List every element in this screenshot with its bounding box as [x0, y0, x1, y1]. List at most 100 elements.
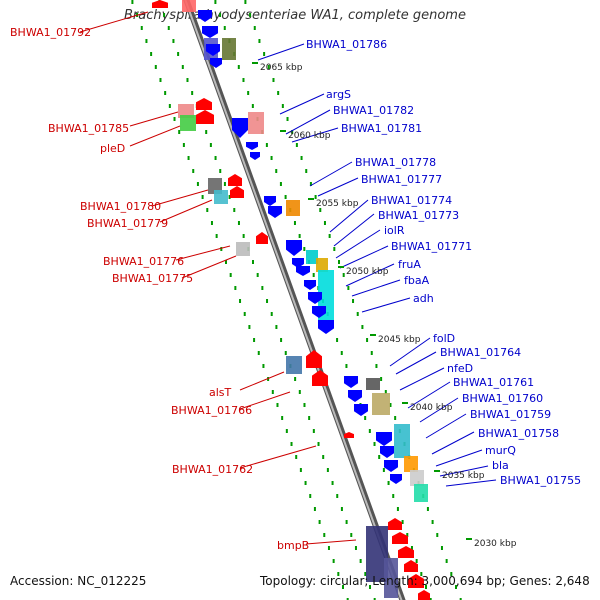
gene-feature-box: [306, 250, 318, 264]
reverse-gene-label: nfeD: [447, 362, 473, 375]
reverse-gene-arrow: [384, 460, 398, 472]
reverse-gene-label: iolR: [384, 224, 405, 237]
track-dot-outer-right: [440, 546, 443, 550]
reverse-gene-arrow: [286, 240, 302, 256]
forward-label-leader: [79, 11, 149, 33]
reverse-label-leader: [361, 297, 411, 313]
track-dot-inner-left: [266, 299, 269, 303]
track-dot-outer-right: [277, 91, 280, 95]
reverse-gene-label: BHWA1_01786: [306, 38, 387, 51]
forward-gene-label: BHWA1_01780: [80, 200, 161, 213]
reverse-label-leader: [389, 337, 431, 367]
forward-label-leader: [239, 371, 285, 391]
track-dot-inner-right: [340, 351, 343, 355]
track-dot-outer-right: [291, 130, 294, 134]
track-dot-outer-right: [295, 143, 298, 147]
track-dot-outer-right: [436, 533, 439, 537]
reverse-gene-label: BHWA1_01758: [478, 427, 559, 440]
track-dot-inner-right: [237, 65, 240, 69]
track-dot-outer-right: [305, 169, 308, 173]
forward-gene-arrow: [228, 174, 242, 186]
forward-gene-arrow: [196, 98, 212, 110]
track-dot-inner-right: [387, 481, 390, 485]
forward-label-leader: [175, 245, 231, 261]
track-dot-inner-right: [373, 442, 376, 446]
reverse-gene-label: adh: [413, 292, 434, 305]
length-label: Length:: [372, 574, 418, 588]
track-dot-outer-left: [210, 221, 213, 225]
forward-gene-label: BHWA1_01766: [171, 404, 252, 417]
reverse-label-leader: [345, 263, 395, 287]
reverse-gene-label: bla: [492, 459, 509, 472]
track-dot-outer-left: [285, 429, 288, 433]
track-dot-outer-left: [290, 442, 293, 446]
track-dot-inner-right: [298, 234, 301, 238]
track-dot-outer-left: [309, 494, 312, 498]
scale-tick-mark: [280, 130, 286, 132]
forward-label-leader: [305, 539, 357, 545]
track-dot-outer-left: [295, 455, 298, 459]
track-dot-outer-left: [271, 390, 274, 394]
track-dot-outer-right: [258, 39, 261, 43]
track-dot-outer-left: [178, 130, 181, 134]
track-dot-inner-left: [308, 416, 311, 420]
track-dot-inner-right: [396, 507, 399, 511]
track-dot-outer-right: [394, 416, 397, 420]
track-dot-inner-left: [359, 559, 362, 563]
reverse-gene-label: BHWA1_01760: [462, 392, 543, 405]
track-dot-inner-left: [163, 13, 166, 17]
track-dot-inner-left: [275, 325, 278, 329]
reverse-gene-arrow: [390, 474, 402, 484]
gene-feature-box: [394, 424, 410, 458]
topology-value: circular;: [319, 574, 369, 588]
track-dot-inner-left: [181, 65, 184, 69]
genome-backbone: [183, 0, 406, 600]
track-dot-inner-right: [392, 494, 395, 498]
track-dot-inner-left: [237, 221, 240, 225]
track-dot-outer-left: [327, 546, 330, 550]
reverse-label-leader: [279, 93, 325, 115]
forward-label-leader: [151, 189, 209, 207]
track-dot-outer-left: [323, 533, 326, 537]
track-dot-inner-right: [214, 0, 217, 4]
reverse-gene-arrow: [380, 446, 394, 458]
length-value: 3,000,694 bp;: [421, 574, 506, 588]
track-dot-outer-right: [309, 182, 312, 186]
reverse-label-leader: [435, 449, 483, 467]
track-dot-inner-right: [223, 26, 226, 30]
reverse-gene-arrow: [268, 206, 282, 218]
track-dot-outer-right: [450, 572, 453, 576]
forward-gene-label: BHWA1_01762: [172, 463, 253, 476]
reverse-gene-arrow: [318, 320, 334, 334]
reverse-label-leader: [425, 413, 467, 439]
track-dot-inner-right: [303, 247, 306, 251]
track-dot-inner-left: [233, 208, 236, 212]
track-dot-outer-right: [455, 585, 457, 589]
forward-gene-arrow: [408, 574, 424, 588]
track-dot-outer-right: [253, 26, 256, 30]
track-dot-inner-left: [205, 130, 208, 134]
scale-tick-label: 2050 kbp: [346, 267, 389, 277]
reverse-gene-arrow: [304, 280, 316, 290]
track-dot-outer-right: [431, 520, 434, 524]
gene-feature-box: [286, 200, 300, 216]
reverse-gene-arrow: [250, 152, 260, 160]
track-dot-outer-left: [168, 104, 171, 108]
scale-tick-mark: [308, 198, 314, 200]
scale-tick-label: 2060 kbp: [288, 131, 331, 141]
track-dot-outer-left: [182, 143, 185, 147]
reverse-label-leader: [339, 245, 389, 269]
track-dot-inner-left: [350, 533, 353, 537]
gene-feature-box: [286, 356, 302, 374]
track-dot-inner-left: [252, 260, 254, 264]
track-dot-outer-left: [150, 52, 153, 56]
track-dot-outer-left: [318, 520, 321, 524]
reverse-gene-arrow: [296, 266, 310, 276]
track-dot-inner-left: [228, 195, 231, 199]
gene-feature-box: [214, 190, 228, 204]
track-dot-outer-left: [332, 559, 335, 563]
track-dot-outer-left: [154, 65, 157, 69]
reverse-label-leader: [395, 351, 437, 375]
